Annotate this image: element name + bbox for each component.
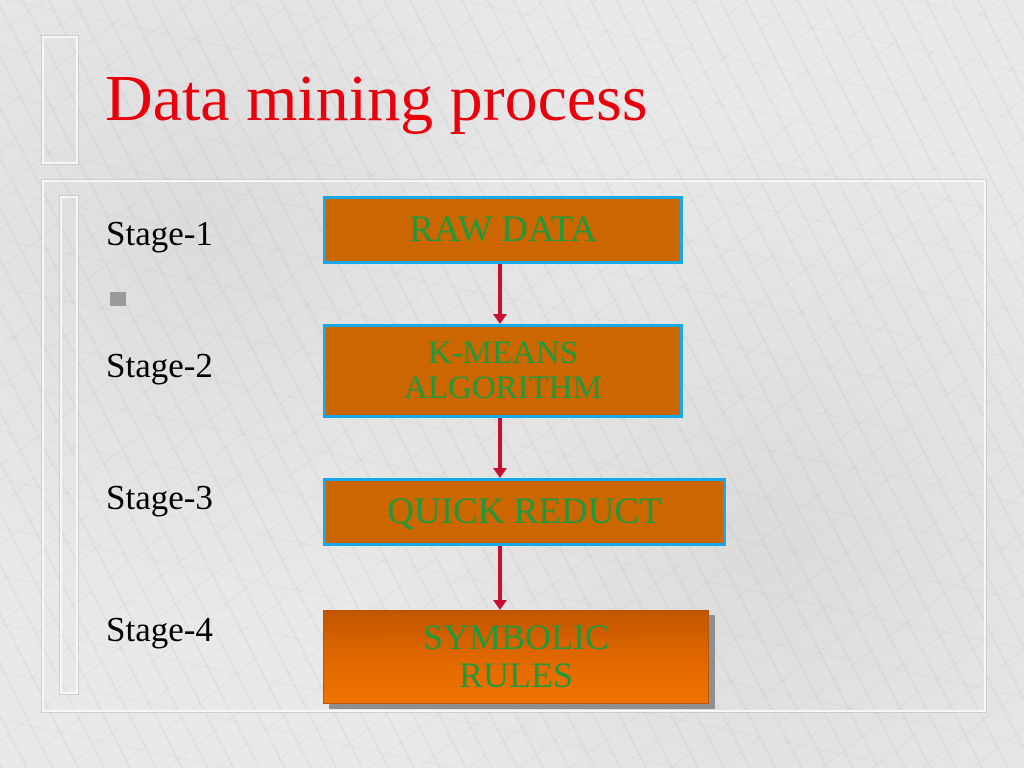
flow-box-raw-data: RAW DATA [323,196,683,264]
flow-box-symbolic-line2: RULES [458,655,573,695]
flow-arrow-shaft [498,264,502,316]
flow-box-symbolic-rules: SYMBOLIC RULES [323,610,709,704]
square-bullet-icon [110,292,126,306]
arrow-down-icon [493,314,507,324]
stage-label-3: Stage-3 [106,478,213,517]
stage-label-1: Stage-1 [106,214,213,253]
arrow-down-icon [493,468,507,478]
flow-arrow-3 [493,546,507,610]
stage-label-4: Stage-4 [106,610,213,649]
flow-box-raw-data-label: RAW DATA [409,208,597,250]
flow-arrow-1 [493,264,507,324]
flow-arrow-shaft [498,546,502,602]
flow-box-quick-reduct-label: QUICK REDUCT [387,490,662,532]
flow-arrow-shaft [498,418,502,470]
arrow-down-icon [493,600,507,610]
stage-label-2: Stage-2 [106,346,213,385]
slide-title: Data mining process [105,62,648,135]
title-frame-decoration [42,36,78,164]
flow-arrow-2 [493,418,507,478]
flow-box-kmeans: K-MEANS ALGORITHM [323,324,683,418]
left-bar-decoration [60,196,78,694]
flow-box-quick-reduct: QUICK REDUCT [323,478,726,546]
flow-box-kmeans-line2: ALGORITHM [404,370,602,406]
flow-box-kmeans-line1: K-MEANS [427,335,579,372]
flow-box-symbolic-line1: SYMBOLIC [422,617,610,658]
content-frame-decoration [42,180,986,712]
